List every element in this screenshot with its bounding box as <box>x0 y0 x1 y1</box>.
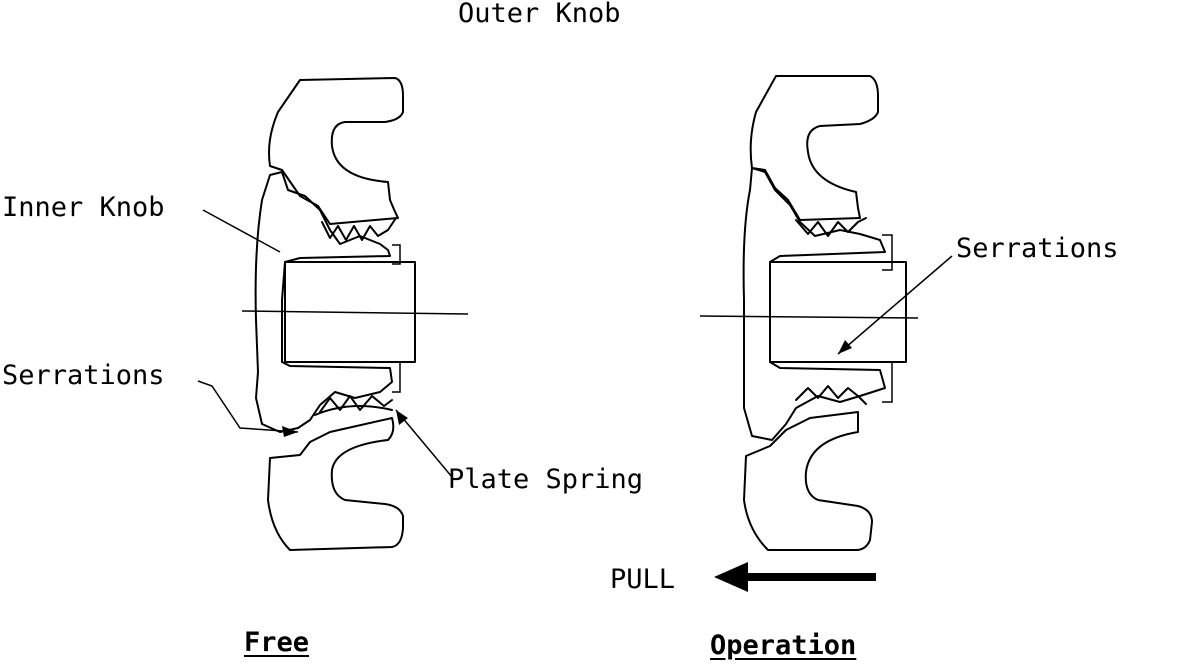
outer-knob-upper-op <box>749 75 879 221</box>
inner-knob-leader <box>202 209 281 253</box>
inner-knob-body <box>254 171 393 433</box>
serrations-upper-right <box>795 217 867 237</box>
outer-knob-lower-op <box>743 411 873 551</box>
outer-knob-upper <box>268 77 404 225</box>
center-line-right <box>699 315 919 319</box>
operation-state-assembly <box>699 75 953 592</box>
free-state-assembly <box>197 77 469 551</box>
outer-knob-lower <box>267 417 404 551</box>
free-caption: Free <box>244 627 310 658</box>
inner-knob-body-op <box>742 167 886 441</box>
serrations-lower-right <box>795 385 867 405</box>
serrations-left-leader <box>197 380 299 433</box>
pull-label: PULL <box>610 564 676 595</box>
outer-knob-label: Outer Knob <box>458 0 621 29</box>
operation-caption: Operation <box>710 630 857 661</box>
serrations-lower-left <box>319 395 393 413</box>
shaft-right <box>769 261 907 363</box>
shaft-left <box>284 261 416 363</box>
serrations-right-leader <box>837 255 953 355</box>
serrations-right-label: Serrations <box>956 233 1119 264</box>
center-line-left <box>241 310 469 315</box>
serrations-upper-left <box>321 217 397 241</box>
plate-spring-left <box>314 405 393 416</box>
pull-arrow <box>714 562 876 592</box>
inner-knob-label: Inner Knob <box>2 192 165 223</box>
plate-spring-leader <box>395 409 453 478</box>
serrations-left-label: Serrations <box>2 360 165 391</box>
plate-spring-label: Plate Spring <box>448 464 644 495</box>
